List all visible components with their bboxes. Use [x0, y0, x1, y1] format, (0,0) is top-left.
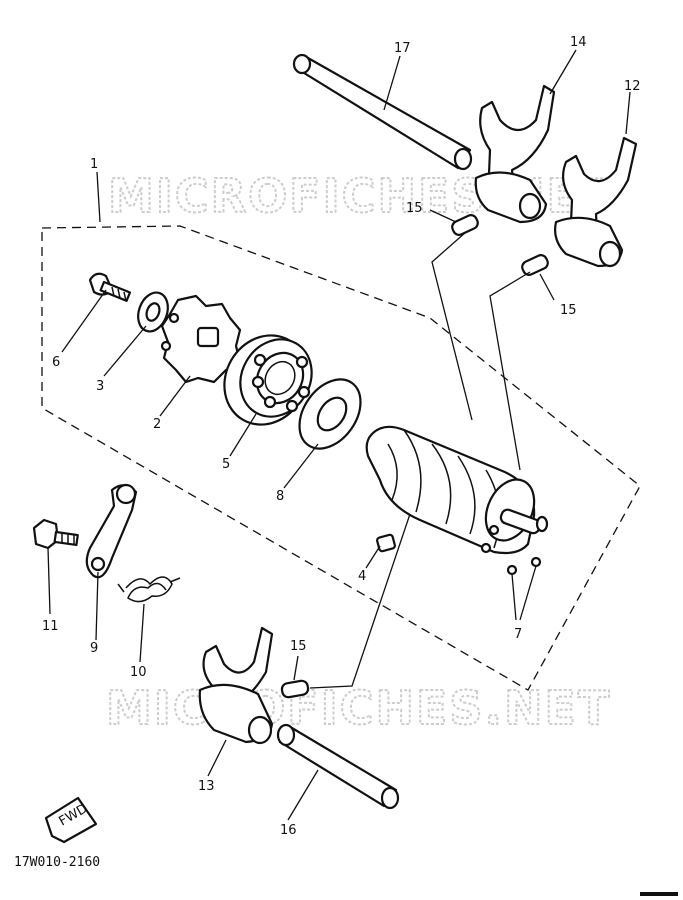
part-17-guide-bar [292, 53, 473, 171]
callout-3: 3 [96, 379, 104, 394]
part-15-guide-pin-b [521, 254, 549, 276]
part-8-shim [298, 378, 362, 450]
part-2-segment [160, 294, 242, 384]
callout-4: 4 [358, 569, 366, 584]
part-14-shift-fork [474, 84, 556, 224]
part-7-pins [506, 556, 542, 576]
part-3-washer [137, 291, 169, 333]
part-12-shift-fork [554, 136, 638, 268]
part-shift-drum [365, 425, 549, 555]
part-5-bearing [223, 334, 313, 426]
callout-15-a: 15 [406, 201, 423, 216]
callout-12: 12 [624, 79, 641, 94]
part-10-spring [117, 576, 181, 603]
part-9-stopper-lever [85, 483, 138, 579]
part-15-guide-pin-c [280, 679, 310, 699]
callout-7: 7 [514, 627, 522, 642]
callout-9: 9 [90, 641, 98, 656]
callout-15-c: 15 [290, 639, 307, 654]
assembly-boundary [41, 225, 641, 691]
part-6-screw [88, 272, 132, 302]
part-13-shift-fork [198, 626, 274, 745]
part-15-guide-pin-a [451, 214, 479, 236]
callout-10: 10 [130, 665, 147, 680]
callout-17: 17 [394, 41, 411, 56]
watermark-bottom: MICROFICHES.NET [106, 681, 611, 735]
part-11-bolt [32, 518, 79, 550]
callout-8: 8 [276, 489, 284, 504]
part-16-guide-bar [276, 723, 400, 810]
forward-arrow-icon: FWD [44, 796, 98, 844]
callout-15-b: 15 [560, 303, 577, 318]
callout-5: 5 [222, 457, 230, 472]
callout-13: 13 [198, 779, 215, 794]
callout-1: 1 [90, 157, 98, 172]
callout-16: 16 [280, 823, 297, 838]
diagram-code: 17W010-2160 [14, 855, 100, 870]
callout-2: 2 [153, 417, 161, 432]
callout-11: 11 [42, 619, 59, 634]
part-4-pin [376, 533, 396, 553]
callout-14: 14 [570, 35, 587, 50]
callout-6: 6 [52, 355, 60, 370]
leader-lines [47, 49, 631, 821]
corner-mark [640, 892, 678, 896]
